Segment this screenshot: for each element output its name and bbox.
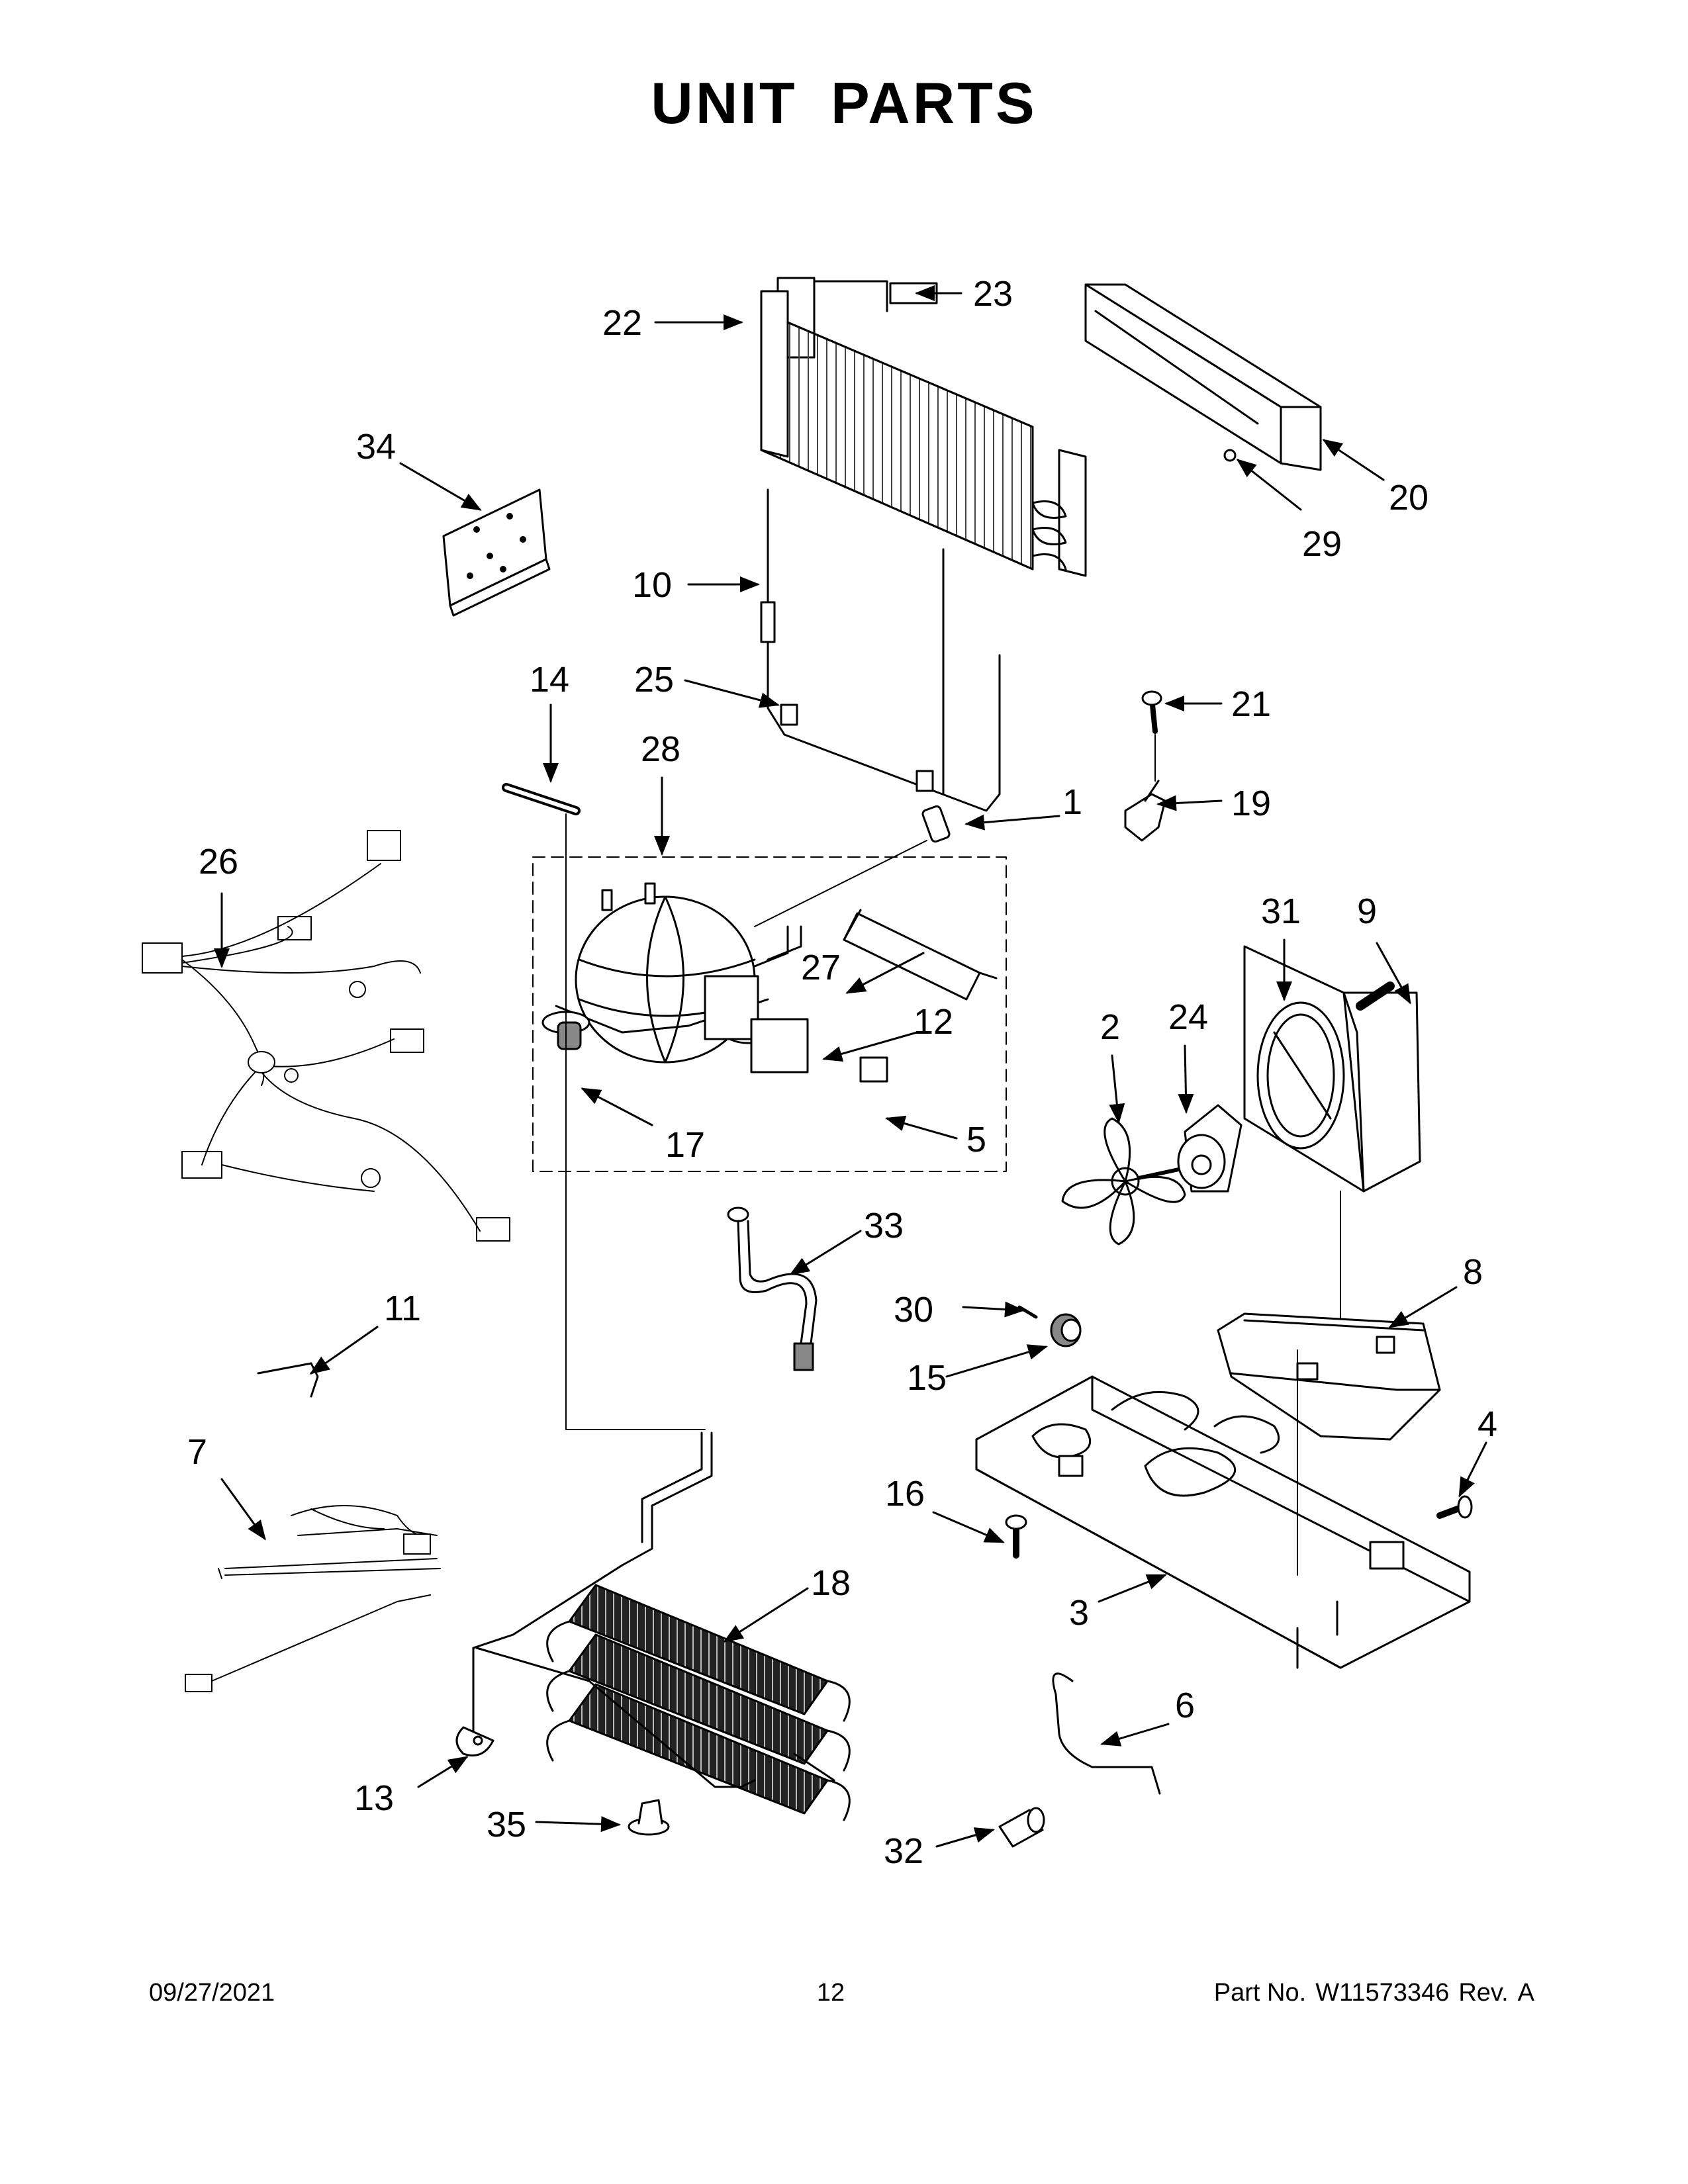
callout-arrows <box>214 285 1487 1848</box>
defrost-heater-drawing <box>760 488 1001 812</box>
tube-6-drawing <box>1052 1672 1161 1795</box>
callout-12: 12 <box>914 1002 953 1042</box>
fan-shroud-drawing <box>1243 945 1421 1193</box>
screw-29-drawing <box>1223 449 1237 462</box>
callout-34: 34 <box>356 427 396 467</box>
fastener-35-drawing <box>628 1799 670 1836</box>
callout-28: 28 <box>641 729 680 769</box>
callout-24: 24 <box>1168 997 1208 1037</box>
screw-4-drawing <box>1436 1495 1473 1519</box>
condenser-coil-drawing <box>472 1432 851 1821</box>
callout-29: 29 <box>1302 524 1342 564</box>
callout-17: 17 <box>665 1125 705 1165</box>
callout-5: 5 <box>966 1120 986 1160</box>
callout-2: 2 <box>1100 1007 1120 1047</box>
callout-6: 6 <box>1175 1686 1195 1725</box>
callout-27: 27 <box>801 948 841 987</box>
callout-19: 19 <box>1231 784 1271 823</box>
control-board-drawing <box>442 488 551 617</box>
callout-18: 18 <box>811 1563 851 1603</box>
callout-33: 33 <box>864 1206 904 1246</box>
screw-21-drawing <box>1141 690 1162 734</box>
callout-20: 20 <box>1389 478 1429 518</box>
footer-page-number: 12 <box>816 1979 845 2007</box>
fitting-32-drawing <box>998 1807 1045 1848</box>
grommet-17-drawing <box>557 1021 582 1050</box>
callout-14: 14 <box>530 660 569 700</box>
wire-clip-drawing <box>257 1362 319 1398</box>
rev-value: A <box>1517 1979 1534 2007</box>
callout-10: 10 <box>632 565 672 605</box>
footer-date: 09/27/2021 <box>149 1979 275 2007</box>
callout-23: 23 <box>973 274 1013 314</box>
callout-4: 4 <box>1477 1404 1497 1444</box>
connecting-line <box>754 840 927 927</box>
relay-drawing <box>750 1018 809 1073</box>
footer-part-number: Part No. W11573346 Rev. A <box>1205 1979 1534 2007</box>
callout-3: 3 <box>1069 1593 1089 1633</box>
base-pan-drawing <box>975 1375 1471 1669</box>
leader-line <box>565 813 706 1430</box>
harness-7-drawing <box>185 1505 441 1692</box>
tube-strap-drawing <box>502 783 581 815</box>
callout-1: 1 <box>1062 782 1082 822</box>
screw-16-drawing <box>1005 1514 1027 1559</box>
callout-30: 30 <box>894 1290 933 1330</box>
callout-9: 9 <box>1357 891 1377 931</box>
callout-35: 35 <box>487 1805 526 1844</box>
callout-26: 26 <box>199 842 238 882</box>
callout-32: 32 <box>884 1831 923 1871</box>
compressor-drawing <box>541 882 802 1064</box>
part-no-label: Part No. <box>1213 1979 1307 2007</box>
part-no-value: W11573346 <box>1315 1979 1450 2007</box>
evaporator-coil-drawing <box>760 277 1087 577</box>
overload-cap-drawing <box>859 1056 888 1083</box>
callout-8: 8 <box>1463 1252 1483 1292</box>
pin-30-drawing <box>1017 1305 1038 1319</box>
callout-25: 25 <box>634 660 674 700</box>
process-valve-drawing <box>921 805 951 843</box>
shroud-screw-drawing <box>1356 981 1395 1011</box>
callout-21: 21 <box>1231 684 1271 724</box>
callout-7: 7 <box>187 1432 207 1472</box>
drain-pan-drawing <box>1217 1312 1441 1441</box>
clip-13-drawing <box>455 1726 494 1756</box>
fan-motor-drawing <box>1177 1104 1243 1193</box>
compressor-assembly-boundary <box>532 856 1007 1172</box>
wiring-harness-drawing <box>142 830 510 1242</box>
page-title: UNIT PARTS <box>651 70 1037 136</box>
callout-15: 15 <box>907 1358 947 1398</box>
callout-22: 22 <box>602 303 642 343</box>
callout-11: 11 <box>384 1289 421 1328</box>
grommet-15-drawing <box>1050 1313 1082 1347</box>
bracket-19-drawing <box>1124 780 1166 842</box>
callout-31: 31 <box>1261 891 1301 931</box>
drain-tube-drawing <box>727 1206 818 1371</box>
callout-16: 16 <box>885 1474 925 1514</box>
fan-blade-drawing <box>1061 1117 1187 1246</box>
drier-drawing <box>843 909 998 1001</box>
evaporator-cover-drawing <box>1084 283 1322 471</box>
rev-label: Rev. <box>1458 1979 1509 2007</box>
callout-13: 13 <box>354 1778 394 1818</box>
